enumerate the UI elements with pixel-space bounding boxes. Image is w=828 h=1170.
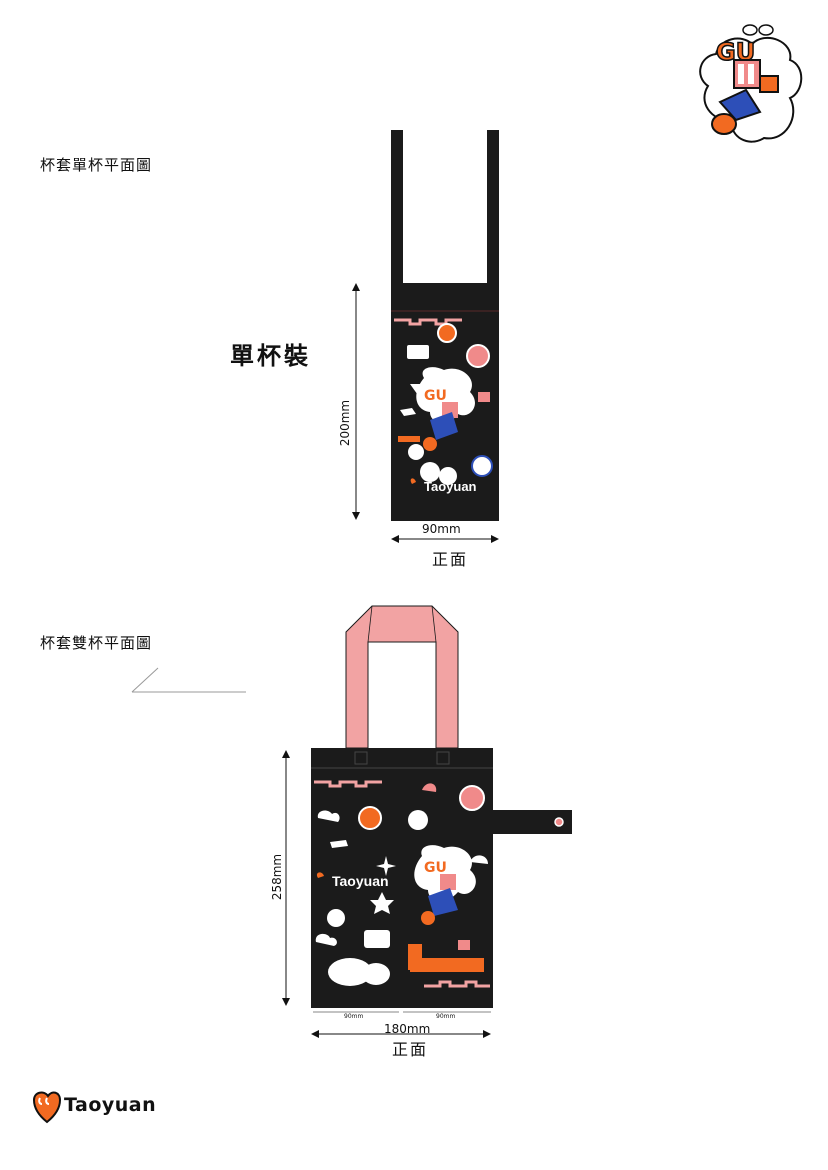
double-height-dim: 258mm <box>270 853 284 901</box>
taoyuan-logo-text: Taoyuan <box>64 1094 157 1116</box>
double-front-label: 正面 <box>392 1040 429 1059</box>
sticker-mascot <box>416 367 475 423</box>
mascot-illustration: GU <box>699 24 803 143</box>
single-cup-label: 單杯裝 <box>230 342 311 370</box>
single-section-title: 杯套單杯平面圖 <box>40 156 153 174</box>
double-width-dim: 180mm <box>384 1022 431 1036</box>
double-sticker-mascot <box>414 845 476 901</box>
single-bag-brand: Taoyuan <box>424 479 477 494</box>
taoyuan-logo: Taoyuan <box>30 1090 164 1126</box>
sticker-pink <box>466 344 490 368</box>
single-front-label: 正面 <box>432 550 469 569</box>
sticker-bowl <box>407 345 429 359</box>
decor-line-diag <box>131 667 159 693</box>
single-width-dim: 90mm <box>422 522 461 536</box>
mascot-logo: GU <box>690 16 808 146</box>
double-section-title: 杯套雙杯平面圖 <box>40 634 153 652</box>
taoyuan-logo-mark <box>32 1091 62 1124</box>
sticker-orange <box>437 323 457 343</box>
double-strap <box>345 605 459 749</box>
single-strap <box>391 130 499 296</box>
double-bag-brand: Taoyuan <box>332 873 389 889</box>
double-half-dim-left: 90mm <box>344 1013 364 1020</box>
svg-text:GU: GU <box>424 388 447 404</box>
side-tab-snap <box>554 817 564 827</box>
double-half-dim-right: 90mm <box>436 1013 456 1020</box>
svg-text:GU: GU <box>424 860 447 876</box>
